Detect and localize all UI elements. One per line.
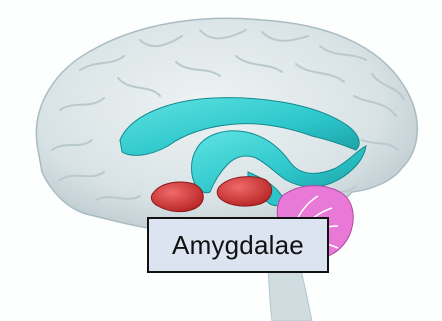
amygdalae-label-box: Amygdalae xyxy=(147,217,329,273)
amygdalae-label: Amygdalae xyxy=(172,230,304,261)
